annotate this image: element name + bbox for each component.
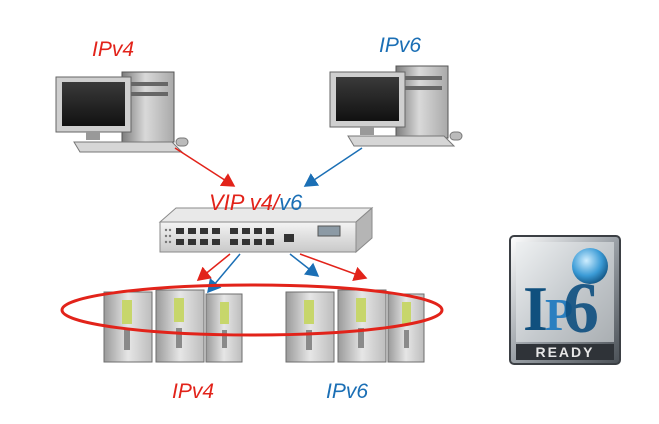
ipv6-ready-text: READY: [535, 344, 594, 360]
vip-v4-text: VIP v4/: [209, 190, 280, 215]
server-ipv4-label: IPv4: [172, 380, 215, 403]
ipv4-client-arrow: [174, 147, 236, 187]
ipv6-ready-logo: I P 6 READY: [509, 235, 621, 365]
server-ipv6-label: IPv6: [326, 380, 369, 403]
load-balancer-appliance-icon: [158, 206, 374, 254]
vip-label: VIP v4/v6: [209, 190, 302, 216]
ipv4-server-arrow: [196, 253, 231, 281]
server-tower-icon: [205, 293, 243, 363]
desktop-computer-icon: [55, 71, 189, 153]
client-ipv4-label: IPv4: [92, 38, 135, 61]
vip-v6-text: v6: [279, 190, 303, 215]
desktop-computer-icon: [329, 65, 463, 147]
svg-text:I: I: [523, 273, 548, 344]
server-tower-icon: [337, 289, 387, 363]
server-pool-ellipse: [60, 283, 444, 337]
svg-text:P: P: [545, 289, 573, 340]
server-tower-icon: [155, 289, 205, 363]
ipv6-client-arrow: [303, 147, 363, 187]
ipv4-to-ipv6-server-arrow: [299, 253, 368, 281]
ipv6-server-arrow: [289, 253, 320, 277]
svg-text:6: 6: [563, 268, 599, 348]
server-tower-icon: [285, 291, 335, 363]
client-ipv6-label: IPv6: [379, 34, 422, 57]
